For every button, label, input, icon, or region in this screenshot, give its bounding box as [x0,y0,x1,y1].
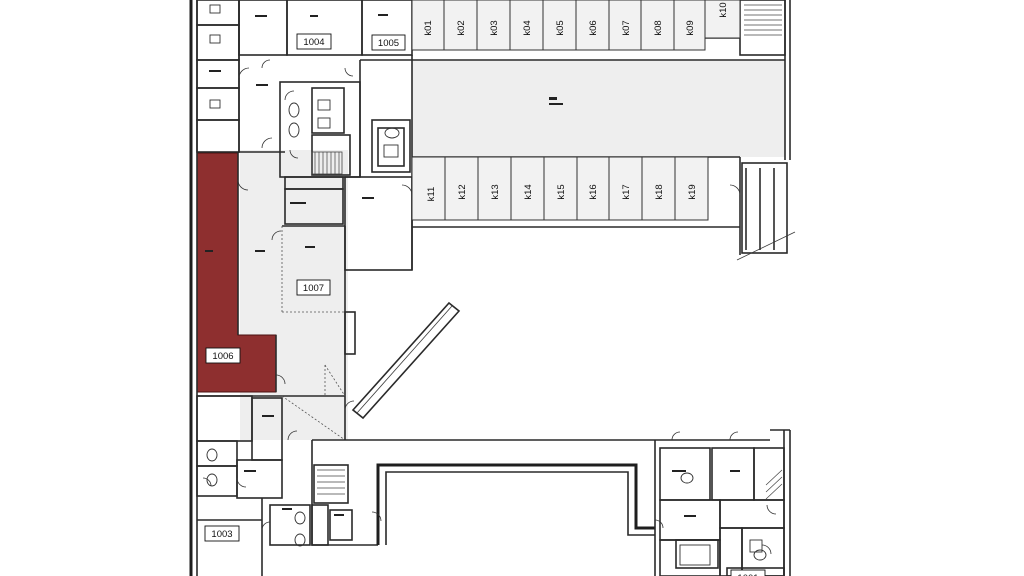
fixtures [206,4,767,566]
stall-label-k15: k15 [556,184,567,199]
stall-label-k11: k11 [426,187,437,202]
room-number-label: 1006 [212,351,233,362]
room-number-label: 1004 [303,37,324,48]
storage-row-bottom [411,156,709,221]
stall-label-k04: k04 [522,20,533,35]
tag-1005[interactable]: 1005 [371,34,406,51]
stall-label-k10: k10 [718,2,729,17]
stall-label-k05: k05 [555,20,566,35]
stall-label-k19: k19 [687,184,698,199]
stair-hatching [311,4,783,500]
stall-k05[interactable] [542,0,577,51]
stall-k11[interactable] [411,156,446,221]
stall-k06[interactable] [575,0,610,51]
storage-corridor [412,60,785,157]
stall-label-k12: k12 [457,184,468,199]
stall-k12[interactable] [444,156,479,221]
tag-1003[interactable]: 1003 [204,525,240,542]
tag-1006[interactable]: 1006 [205,347,241,364]
storage-row-top [411,0,741,51]
stall-k08[interactable] [640,0,675,51]
stall-label-k18: k18 [654,184,665,199]
room-annotation-marks [205,14,740,517]
stall-label-k07: k07 [621,20,632,35]
stall-label-k06: k06 [588,20,599,35]
tag-1007[interactable]: 1007 [296,279,331,296]
stall-k01[interactable] [411,0,445,51]
doors [202,59,777,555]
south-wing [311,429,791,576]
stall-k09[interactable] [673,0,706,51]
room-number-label: 1005 [378,38,399,49]
stall-label-k08: k08 [653,20,664,35]
stall-k04[interactable] [509,0,544,51]
stall-k15[interactable] [543,156,578,221]
stall-label-k01: k01 [423,20,434,35]
stall-label-k03: k03 [489,20,500,35]
stall-k10[interactable] [704,0,741,39]
stall-k16[interactable] [576,156,610,221]
stall-k13[interactable] [477,156,512,221]
stall-k18[interactable] [641,156,676,221]
stall-label-k17: k17 [621,184,632,199]
stall-label-k13: k13 [490,184,501,199]
room-number-label: 1007 [303,283,324,294]
stall-label-k02: k02 [456,20,467,35]
stall-k14[interactable] [510,156,545,221]
stall-label-k16: k16 [588,184,599,199]
stall-k02[interactable] [443,0,478,51]
ramp [351,301,461,420]
stall-k03[interactable] [476,0,511,51]
stall-k19[interactable] [674,156,709,221]
stall-label-k14: k14 [523,184,534,199]
room-number-label: 1001 [737,573,758,576]
tag-1001[interactable]: 1001 [730,569,766,576]
tag-1004[interactable]: 1004 [296,33,332,50]
storage-labels: k01 k02 k03 k04 k05 k06 k07 k08 k09 k10 … [423,2,729,201]
room-number-label: 1003 [211,529,232,540]
stall-label-k09: k09 [685,20,696,35]
